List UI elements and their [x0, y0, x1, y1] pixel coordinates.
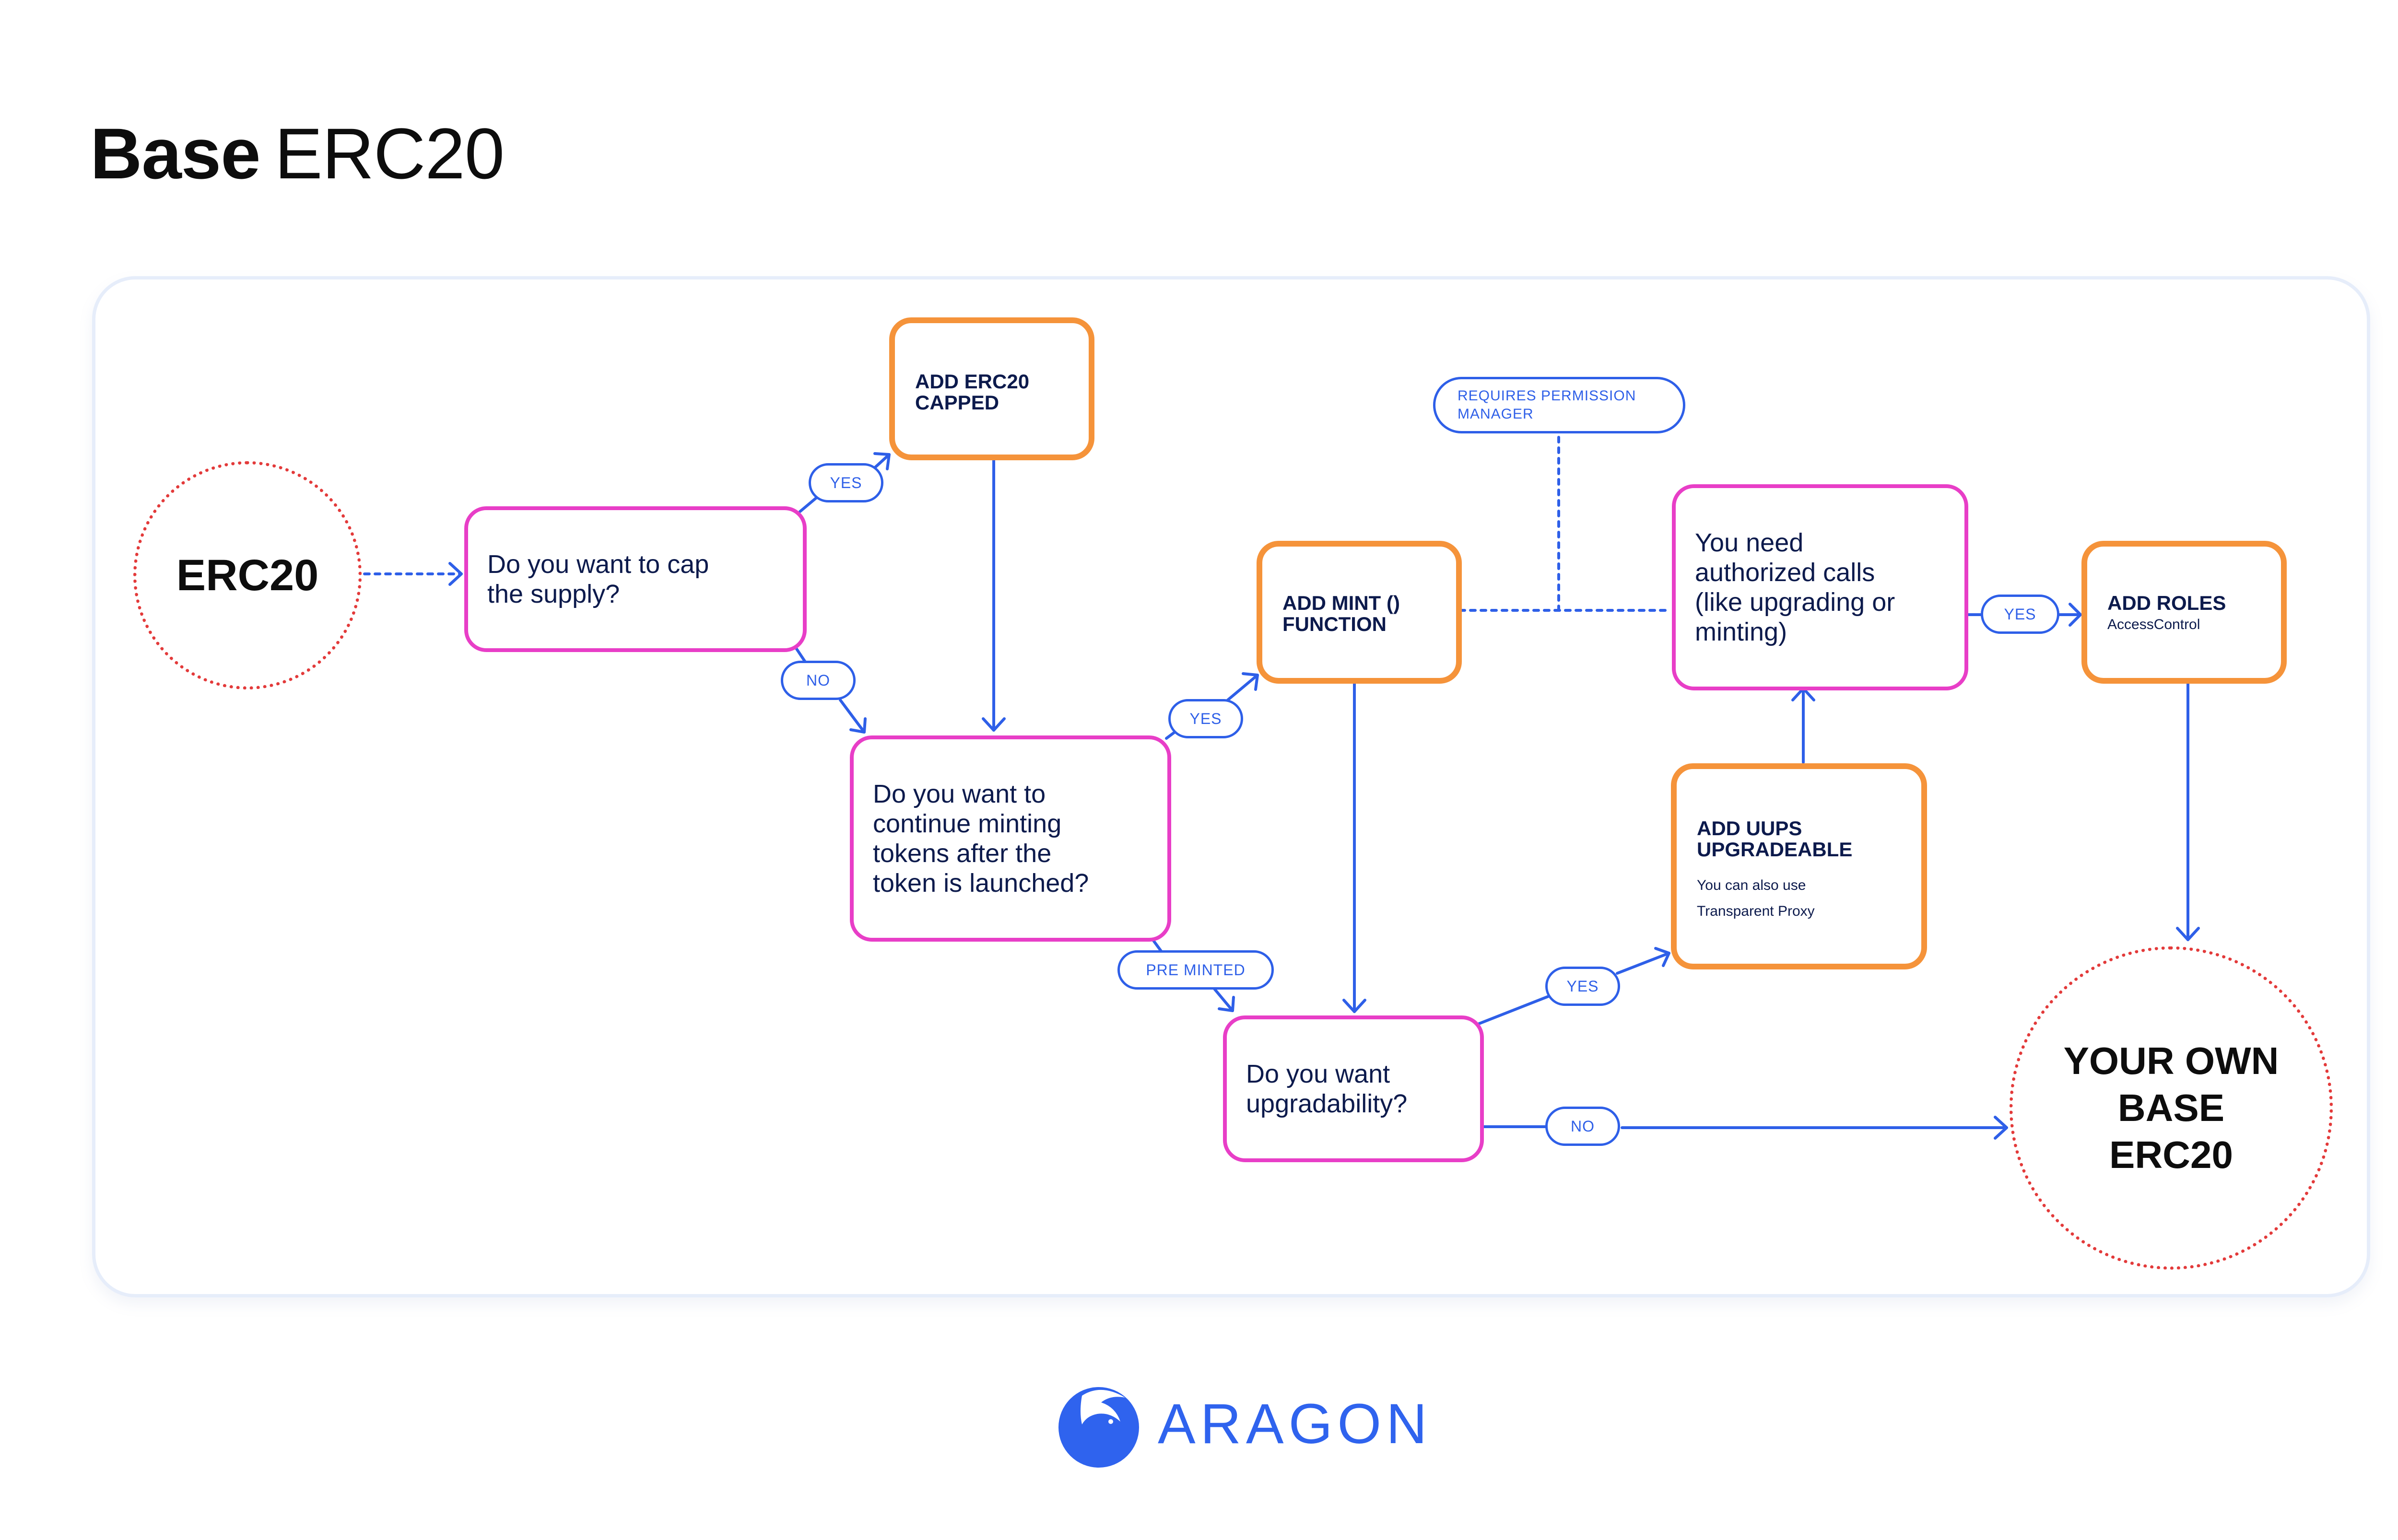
label-no-cap: NO	[781, 661, 856, 700]
question-upgradability: Do you want upgradability?	[1223, 1015, 1484, 1162]
edge-mint-yes	[1165, 731, 1175, 740]
title-bold: Base	[90, 113, 261, 194]
question-authorized-calls-text: You need authorized calls (like upgradin…	[1695, 528, 1895, 646]
arrowhead-uups	[1654, 947, 1670, 967]
action-uups-upgradeable: ADD UUPS UPGRADEABLE You can also use Tr…	[1671, 763, 1927, 969]
arrowhead-minting	[849, 717, 867, 734]
label-yes-mint: YES	[1168, 699, 1243, 738]
action-add-roles: ADD ROLES AccessControl	[2081, 541, 2287, 684]
question-cap-supply-text: Do you want to cap the supply?	[487, 550, 709, 608]
label-requires-permission: REQUIRES PERMISSION MANAGER	[1433, 377, 1685, 433]
start-node-label: ERC20	[176, 551, 319, 600]
label-yes-cap: YES	[809, 463, 883, 502]
question-continue-minting: Do you want to continue minting tokens a…	[850, 735, 1171, 942]
arrowhead-upgrade-1	[1218, 996, 1235, 1012]
action-roles-note: AccessControl	[2107, 617, 2200, 632]
arrowhead-upgrade-2	[1342, 999, 1366, 1013]
action-erc20-capped: ADD ERC20 CAPPED	[889, 317, 1094, 460]
label-pre-minted: PRE MINTED	[1117, 950, 1274, 990]
question-authorized-calls: You need authorized calls (like upgradin…	[1672, 484, 1968, 690]
edge-preminted-to-upgrade	[1212, 986, 1234, 1012]
arrowhead-end-2	[1994, 1116, 2008, 1140]
edge-no-to-minting	[839, 699, 866, 734]
arrowhead-start	[448, 562, 463, 586]
edge-upgrade-yes	[1478, 994, 1552, 1025]
arrowhead-capped-down	[982, 717, 1006, 732]
question-continue-minting-text: Do you want to continue minting tokens a…	[873, 780, 1089, 898]
arrowhead-roles	[2069, 603, 2082, 627]
aragon-logo: ARAGON	[1053, 1376, 1432, 1472]
edge-cap-no	[795, 647, 807, 664]
start-node: ERC20	[133, 461, 362, 689]
aragon-eagle-icon	[1058, 1387, 1139, 1468]
end-node: YOUR OWN BASE ERC20	[2010, 946, 2333, 1270]
action-roles-text: ADD ROLES	[2107, 592, 2226, 614]
action-mint-function-text: ADD MINT () FUNCTION	[1282, 592, 1400, 635]
title-light: ERC20	[274, 113, 505, 194]
end-node-label: YOUR OWN BASE ERC20	[2063, 1039, 2279, 1176]
action-uups-note: You can also use Transparent Proxy	[1697, 877, 1815, 919]
question-upgradability-text: Do you want upgradability?	[1246, 1060, 1408, 1118]
arrowhead-end-1	[2176, 927, 2200, 941]
label-no-upgrade: NO	[1545, 1107, 1620, 1146]
action-erc20-capped-text: ADD ERC20 CAPPED	[915, 370, 1030, 414]
question-cap-supply: Do you want to cap the supply?	[464, 506, 807, 652]
label-yes-upgrade: YES	[1545, 967, 1620, 1006]
action-uups-text: ADD UUPS UPGRADEABLE	[1697, 817, 1853, 861]
label-yes-roles: YES	[1981, 595, 2059, 634]
aragon-wordmark: ARAGON	[1158, 1392, 1432, 1456]
arrowhead-capped	[873, 452, 891, 470]
action-mint-function: ADD MINT () FUNCTION	[1257, 541, 1462, 684]
edge-yes-to-uups	[1616, 952, 1670, 975]
arrowhead-mint	[1242, 672, 1259, 691]
